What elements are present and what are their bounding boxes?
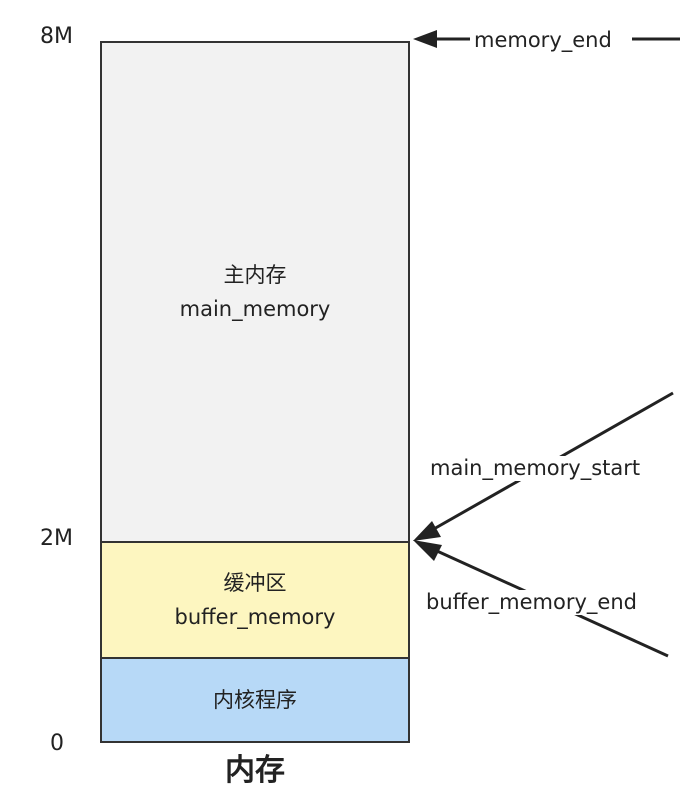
diagram-caption: 内存 [225, 753, 285, 788]
axis-label-8m: 8M [40, 24, 73, 49]
buffer-memory-end-arrowhead [413, 540, 442, 561]
main-memory-start-arrowhead [413, 521, 441, 541]
main-memory-start-label: main_memory_start [428, 456, 643, 481]
axis-label-0: 0 [50, 731, 64, 756]
kernel-program-title: 内核程序 [213, 688, 297, 712]
memory-end-arrowhead [413, 30, 437, 48]
buffer-memory-label: buffer_memory [174, 605, 336, 629]
memory-end-label: memory_end [472, 28, 614, 52]
kernel-program-block: 内核程序 [100, 657, 410, 743]
main-memory-label: main_memory [179, 297, 331, 321]
axis-label-2m: 2M [40, 526, 73, 551]
buffer-memory-end-label: buffer_memory_end [424, 590, 639, 615]
main-memory-title: 主内存 [223, 263, 287, 287]
buffer-memory-title: 缓冲区 [223, 571, 287, 595]
main-memory-block: 主内存 main_memory [100, 41, 410, 543]
buffer-memory-block: 缓冲区 buffer_memory [100, 541, 410, 659]
